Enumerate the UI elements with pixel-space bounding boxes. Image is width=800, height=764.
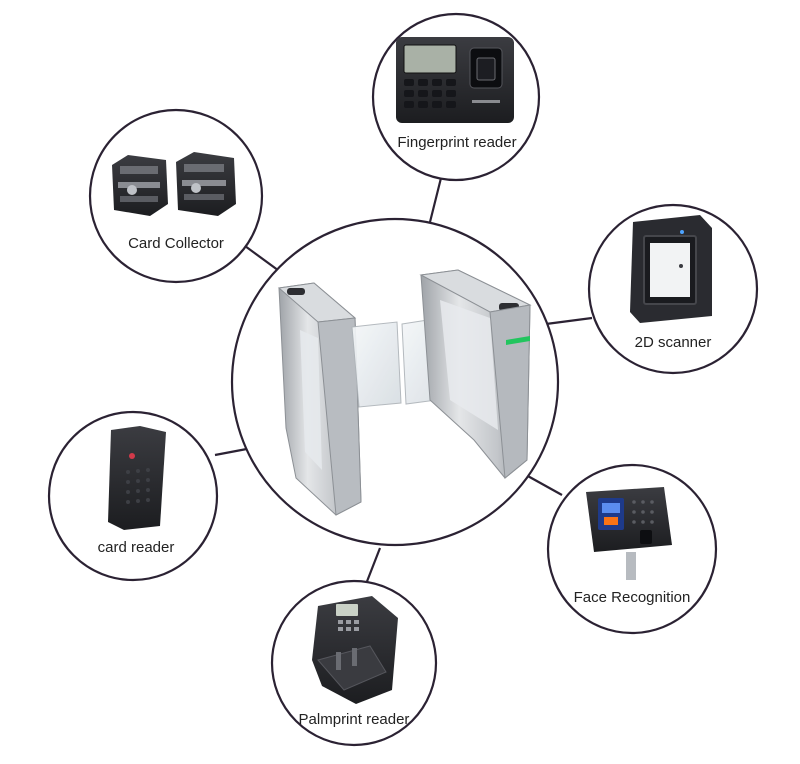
node-ring <box>88 108 264 284</box>
fingerprint-reader-icon <box>396 37 514 123</box>
palmprint-reader-icon <box>312 596 398 704</box>
node-label: 2D scanner <box>635 334 712 351</box>
center-node-turnstile <box>230 217 560 547</box>
card-reader-icon <box>108 426 166 530</box>
node-card-collector: Card Collector <box>88 108 264 284</box>
node-fingerprint: Fingerprint reader <box>371 12 541 182</box>
swing-barrier-turnstile-illustration <box>277 269 532 516</box>
connector-fingerprint <box>428 177 443 223</box>
connector-2d-scanner <box>545 316 593 326</box>
connector-palmprint <box>364 547 382 585</box>
card-collector-icon <box>112 152 236 216</box>
node-face-recognition: Face Recognition <box>546 463 718 635</box>
node-2d-scanner: 2D scanner <box>587 203 759 375</box>
node-label: Card Collector <box>128 235 224 252</box>
node-card-reader: card reader <box>47 410 219 582</box>
connector-face-recognition <box>525 474 563 496</box>
node-label: Face Recognition <box>574 589 691 606</box>
face-recognition-terminal-icon <box>586 487 672 580</box>
qr-scanner-icon <box>630 215 712 323</box>
node-palmprint: Palmprint reader <box>270 579 438 747</box>
connectors <box>214 177 593 585</box>
node-label: Palmprint reader <box>299 711 410 728</box>
node-label: Fingerprint reader <box>397 134 516 151</box>
node-label: card reader <box>98 539 175 556</box>
